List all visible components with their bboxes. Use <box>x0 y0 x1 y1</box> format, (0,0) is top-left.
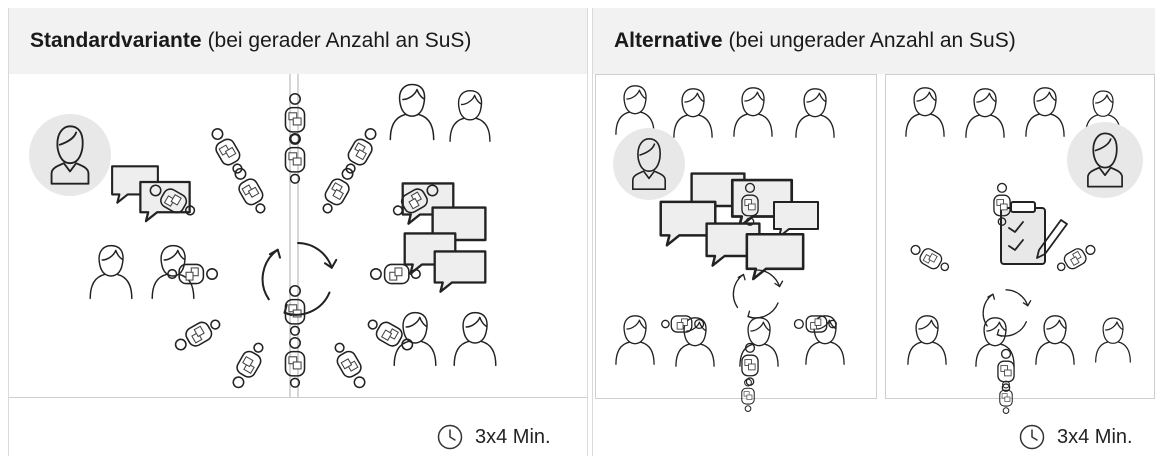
student-icon <box>733 87 773 137</box>
student-icon <box>615 315 655 365</box>
seated-student-icon <box>284 132 306 184</box>
seated-student-icon <box>284 92 306 144</box>
standard-seating-diagram <box>29 74 497 397</box>
standard-duration-label: 3x4 Min. <box>475 425 551 448</box>
standard-variant-panel: Standardvariante (bei gerader Anzahl an … <box>8 8 588 456</box>
student-icon <box>615 85 655 135</box>
alternative-duration: 3x4 Min. <box>1019 424 1133 450</box>
student-icon <box>795 88 835 138</box>
teacher-avatar-icon <box>613 128 685 200</box>
standard-duration: 3x4 Min. <box>437 424 551 450</box>
student-icon <box>739 317 779 367</box>
student-icon <box>965 88 1005 138</box>
alternative-variant-header: Alternative (bei ungerader Anzahl an SuS… <box>593 8 1155 74</box>
standard-variant-title: Standardvariante <box>30 29 202 52</box>
rotation-cycle-icon <box>261 241 338 317</box>
standard-variant-header: Standardvariante (bei gerader Anzahl an … <box>9 8 587 74</box>
clipboard-icon <box>1000 201 1068 265</box>
student-icon <box>975 317 1015 367</box>
speech-bubble-icon <box>433 250 487 293</box>
student-icon <box>1035 315 1075 365</box>
clock-icon <box>437 424 463 450</box>
student-icon <box>673 88 713 138</box>
student-icon <box>1094 317 1132 363</box>
discussion-group-frame <box>595 74 877 399</box>
standard-variant-subtitle: (bei gerader Anzahl an SuS) <box>207 29 472 52</box>
alternative-variant-panel: Alternative (bei ungerader Anzahl an SuS… <box>592 8 1155 456</box>
seated-student-icon <box>284 284 306 336</box>
seated-student-icon <box>284 336 306 388</box>
alternative-variant-title: Alternative <box>614 29 723 52</box>
student-icon <box>389 83 435 141</box>
observer-avatar-icon <box>1067 122 1143 198</box>
clock-icon <box>1019 424 1045 450</box>
seated-student-icon <box>999 380 1013 414</box>
teacher-avatar-icon <box>29 114 111 196</box>
alternative-variant-subtitle: (bei ungerader Anzahl an SuS) <box>728 29 1016 52</box>
rotation-cycle-icon <box>982 289 1032 337</box>
rotation-cycle-icon <box>732 269 784 319</box>
student-icon <box>1025 87 1065 137</box>
speech-bubble-icon <box>772 200 820 239</box>
student-icon <box>89 244 133 300</box>
alternative-seating-diagram <box>613 85 1143 414</box>
speech-bubble-icon <box>745 232 805 281</box>
student-icon <box>453 311 497 367</box>
duration-divider <box>9 397 587 398</box>
alternative-duration-label: 3x4 Min. <box>1057 425 1133 448</box>
student-icon <box>449 89 491 143</box>
student-icon <box>905 87 945 137</box>
student-icon <box>907 315 947 365</box>
seated-student-icon <box>997 348 1015 392</box>
observer-group-frame <box>885 74 1155 399</box>
